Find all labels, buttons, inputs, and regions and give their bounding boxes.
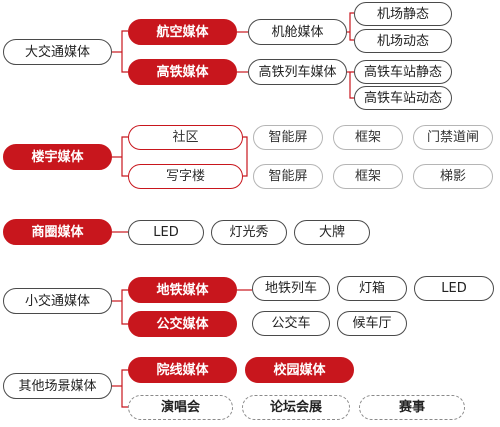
community-smart-screen-item[interactable]: 智能屏 xyxy=(253,125,323,150)
category-other-scenes[interactable]: 其他场景媒体 xyxy=(3,373,112,399)
rail-train-media-item[interactable]: 高铁列车媒体 xyxy=(248,59,347,85)
aviation-media-button[interactable]: 航空媒体 xyxy=(128,19,237,45)
office-frame-item[interactable]: 框架 xyxy=(333,164,403,189)
bus-vehicle-item[interactable]: 公交车 xyxy=(252,311,330,336)
sports-event-item[interactable]: 赛事 xyxy=(359,395,465,420)
metro-led-item[interactable]: LED xyxy=(414,276,494,301)
concert-item[interactable]: 演唱会 xyxy=(128,395,233,420)
airport-dynamic-item[interactable]: 机场动态 xyxy=(354,29,452,53)
mall-led-item[interactable]: LED xyxy=(128,220,204,245)
category-small-transport[interactable]: 小交通媒体 xyxy=(3,288,112,314)
campus-media-button[interactable]: 校园媒体 xyxy=(245,357,354,383)
metro-lightbox-item[interactable]: 灯箱 xyxy=(337,276,407,301)
rail-station-dynamic-item[interactable]: 高铁车站动态 xyxy=(354,86,452,110)
community-frame-item[interactable]: 框架 xyxy=(333,125,403,150)
bracket-big-transport xyxy=(121,30,128,73)
category-mall-media[interactable]: 商圈媒体 xyxy=(3,219,112,245)
bracket-aviation-sub xyxy=(349,12,354,41)
forum-exhibition-item[interactable]: 论坛会展 xyxy=(242,395,350,420)
office-elevator-item[interactable]: 梯影 xyxy=(413,164,493,189)
category-big-transport[interactable]: 大交通媒体 xyxy=(3,39,112,65)
metro-train-item[interactable]: 地铁列车 xyxy=(252,276,330,301)
community-gate-item[interactable]: 门禁道闸 xyxy=(413,125,493,150)
rail-station-static-item[interactable]: 高铁车站静态 xyxy=(354,60,452,84)
metro-media-button[interactable]: 地铁媒体 xyxy=(128,277,237,303)
mall-billboard-item[interactable]: 大牌 xyxy=(294,220,370,245)
bracket-small-transport xyxy=(121,289,128,325)
bracket-building xyxy=(121,136,128,177)
high-speed-rail-media-button[interactable]: 高铁媒体 xyxy=(128,59,237,85)
airport-static-item[interactable]: 机场静态 xyxy=(354,2,452,26)
bracket-other xyxy=(121,369,128,408)
category-building-media[interactable]: 楼宇媒体 xyxy=(3,144,112,170)
bus-shelter-item[interactable]: 候车厅 xyxy=(337,311,407,336)
office-building-button[interactable]: 写字楼 xyxy=(128,164,243,189)
cinema-media-button[interactable]: 院线媒体 xyxy=(128,357,237,383)
mall-light-show-item[interactable]: 灯光秀 xyxy=(211,220,287,245)
bus-media-button[interactable]: 公交媒体 xyxy=(128,311,237,337)
cabin-media-item[interactable]: 机舱媒体 xyxy=(248,19,347,45)
bracket-community-office xyxy=(243,136,248,177)
office-smart-screen-item[interactable]: 智能屏 xyxy=(253,164,323,189)
community-button[interactable]: 社区 xyxy=(128,125,243,150)
